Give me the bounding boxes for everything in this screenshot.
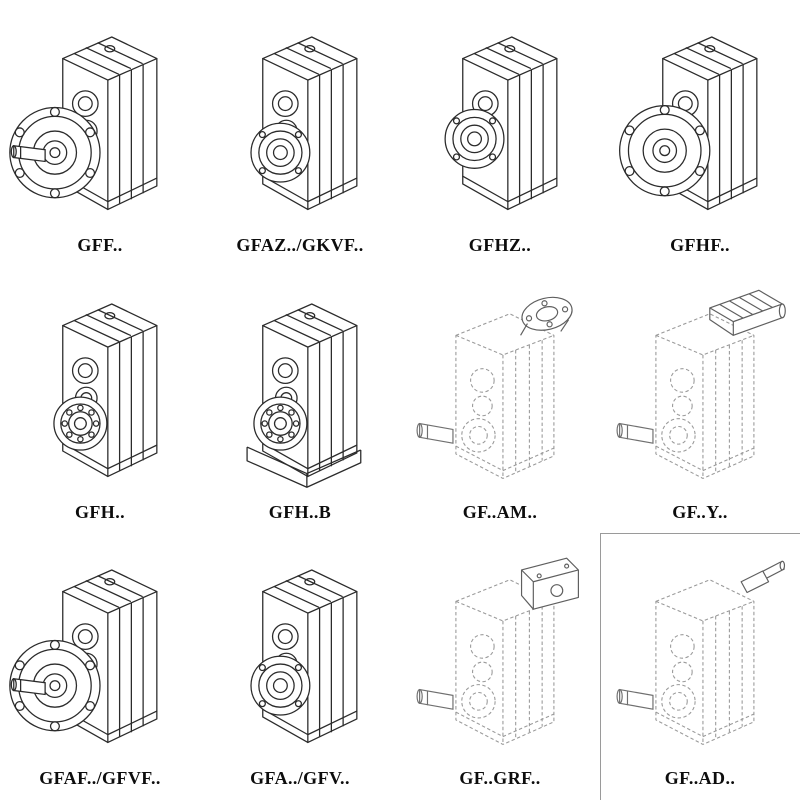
catalog-cell: GF..GRF.. [400,533,600,800]
catalog-cell: GF..Y.. [600,267,800,534]
output-shaft [416,422,454,444]
free-input-shaft [740,561,786,594]
gearbox-housing [262,303,358,477]
catalog-cell: GFAF../GFVF.. [0,533,200,800]
gearbox-drawing-gfa-gfv [250,569,358,744]
output-shaft [416,689,454,711]
gearbox-housing-dashed [655,312,755,479]
model-label: GF..GRF.. [459,768,541,789]
gearbox-drawing-gf-grf [416,557,579,746]
catalog-cell: GFF.. [0,0,200,267]
model-label: GF..Y.. [672,501,728,522]
catalog-cell: GFHF.. [600,0,800,267]
gearbox-housing [62,303,158,477]
output-shaft [616,422,654,444]
catalog-cell: GFAZ../GKVF.. [200,0,400,267]
model-label: GFF.. [77,235,123,256]
gearbox-drawing-gfaz-gkvf [250,36,358,211]
mounted-motor [709,289,786,336]
output-shaft [616,689,654,711]
gearbox-drawing-gfhz [444,36,558,211]
hollow-shaft-rings [250,655,311,716]
gearbox-drawing-gfh [53,303,158,477]
gearbox-drawing-gfhf [619,36,758,211]
gearbox-housing-dashed [655,579,755,746]
gearbox-housing-dashed [455,312,555,479]
model-label: GF..AM.. [462,501,538,522]
hollow-shaft-rings [444,108,505,169]
gearbox-drawing-gf-y [616,289,786,479]
bearing-rings [253,396,308,451]
model-label: GFHF.. [670,235,730,256]
model-label: GFA../GFV.. [250,768,350,789]
model-label: GFHZ.. [468,235,532,256]
gearbox-drawing-gf-ad [616,561,786,746]
hollow-shaft-rings [250,122,311,183]
gearbox-drawing-gfaf-gfvf [9,569,158,744]
catalog-cell: GF..AM.. [400,267,600,534]
model-label: GFH.. [75,501,125,522]
catalog-cell: GFHZ.. [400,0,600,267]
model-label: GFAZ../GKVF.. [236,235,364,256]
output-flange [619,104,711,197]
input-flange-adapter [517,291,577,336]
gearbox-drawing-gff [9,36,158,211]
catalog-cell: GFH.. [0,267,200,534]
input-adapter-box [520,557,579,611]
gearbox-drawing-gfh-b [246,303,362,488]
bearing-rings [53,396,108,451]
model-label: GFH..B [268,501,332,522]
catalog-cell: GF..AD.. [600,533,800,800]
model-label: GFAF../GFVF.. [39,768,161,789]
model-label: GF..AD.. [664,768,736,789]
catalog-cell: GFH..B [200,267,400,534]
gearbox-drawing-gf-am [416,291,577,479]
catalog-cell: GFA../GFV.. [200,533,400,800]
